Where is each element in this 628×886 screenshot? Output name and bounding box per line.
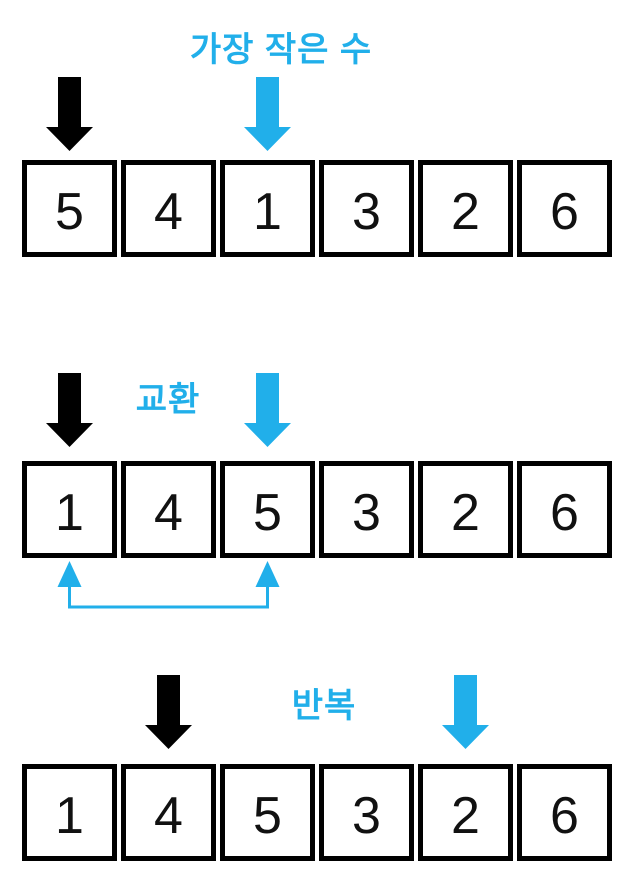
- array-cell: 3: [319, 461, 414, 558]
- array-cell: 5: [22, 160, 117, 257]
- black-pointer-arrow-icon: [46, 77, 93, 151]
- array-cell: 4: [121, 461, 216, 558]
- label-repeat: 반복: [291, 687, 357, 725]
- array-cell: 6: [517, 764, 612, 861]
- array-cell: 6: [517, 461, 612, 558]
- array-row-step1: 5 4 1 3 2 6: [22, 160, 612, 257]
- array-cell: 2: [418, 461, 513, 558]
- array-cell: 6: [517, 160, 612, 257]
- array-cell: 2: [418, 764, 513, 861]
- array-cell: 1: [220, 160, 315, 257]
- label-smallest-number: 가장 작은 수: [189, 31, 373, 69]
- array-row-step3: 1 4 5 3 2 6: [22, 764, 612, 861]
- array-cell: 3: [319, 160, 414, 257]
- array-cell: 1: [22, 764, 117, 861]
- array-row-step2: 1 4 5 3 2 6: [22, 461, 612, 558]
- swap-connector-icon: [57, 561, 280, 609]
- label-swap: 교환: [135, 381, 201, 419]
- array-cell: 2: [418, 160, 513, 257]
- array-cell: 1: [22, 461, 117, 558]
- blue-pointer-arrow-icon: [244, 77, 291, 151]
- array-cell: 4: [121, 764, 216, 861]
- black-pointer-arrow-icon: [46, 373, 93, 447]
- array-cell: 5: [220, 461, 315, 558]
- array-cell: 3: [319, 764, 414, 861]
- black-pointer-arrow-icon: [145, 675, 192, 749]
- blue-pointer-arrow-icon: [442, 675, 489, 749]
- blue-pointer-arrow-icon: [244, 373, 291, 447]
- array-cell: 4: [121, 160, 216, 257]
- array-cell: 5: [220, 764, 315, 861]
